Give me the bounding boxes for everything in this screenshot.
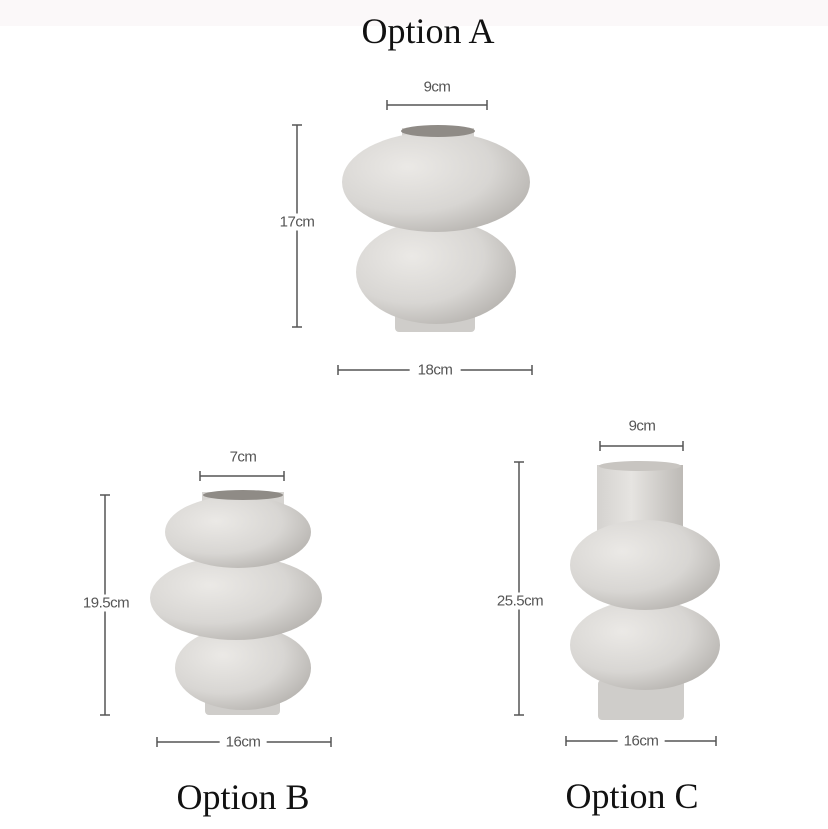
- option-b-top-width: 7cm: [227, 448, 259, 466]
- option-a-bottom-width: 18cm: [409, 361, 461, 379]
- option-c-bottom-width: 16cm: [617, 732, 665, 750]
- option-a-title: Option A: [361, 11, 495, 51]
- top-strip: [0, 0, 828, 26]
- option-a-height: 17cm: [277, 213, 317, 231]
- option-c-top-width: 9cm: [626, 417, 658, 435]
- option-c-height: 25.5cm: [494, 592, 546, 610]
- option-c-title: Option C: [565, 776, 699, 816]
- option-b-bottom-width: 16cm: [219, 733, 267, 751]
- option-b-title: Option B: [176, 777, 310, 817]
- vase-option-c: [570, 461, 720, 720]
- dimension-lines: [100, 100, 717, 747]
- vase-option-a: [342, 125, 530, 332]
- option-b-height: 19.5cm: [80, 594, 132, 612]
- option-a-top-width: 9cm: [421, 78, 453, 96]
- vase-option-b: [150, 490, 322, 715]
